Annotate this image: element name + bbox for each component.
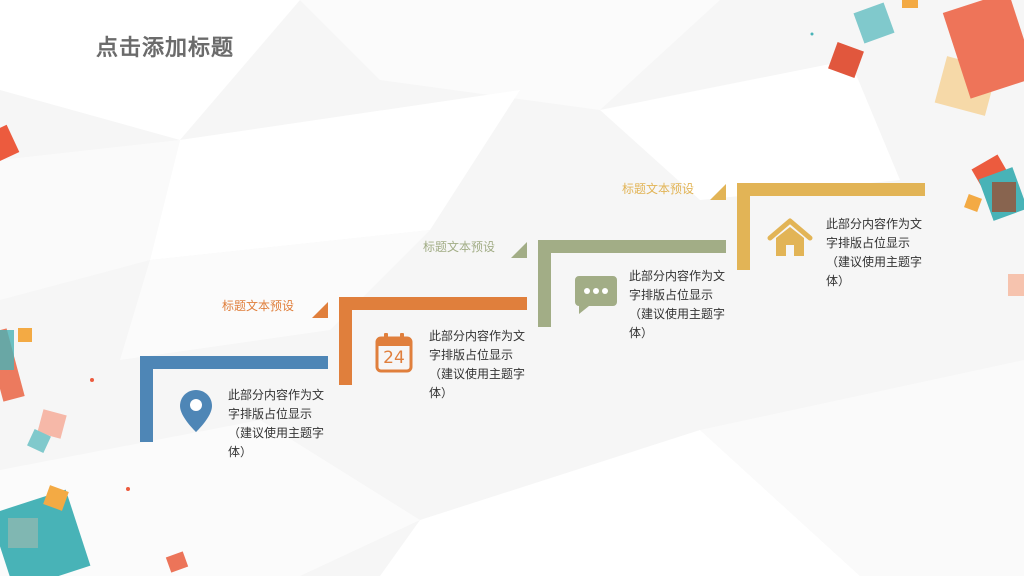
step-3-stem bbox=[538, 240, 551, 327]
calendar-icon bbox=[375, 333, 413, 373]
step-4-stem bbox=[737, 183, 750, 270]
step-4-corner-triangle bbox=[710, 184, 726, 200]
step-3-label: 标题文本预设 bbox=[423, 240, 496, 254]
step-2-bar bbox=[339, 297, 527, 310]
step-2-stem bbox=[339, 297, 352, 385]
step-1-stem bbox=[140, 356, 153, 442]
chat-bubble-icon bbox=[575, 276, 617, 314]
location-pin-icon bbox=[180, 390, 212, 432]
page-title: 点击添加标题 bbox=[96, 36, 235, 61]
step-1-bar bbox=[140, 356, 328, 369]
step-4-label: 标题文本预设 bbox=[622, 182, 695, 196]
calendar-day-number: 24 bbox=[383, 348, 405, 368]
step-1-description: 此部分内容作为文字排版占位显示（建议使用主题字体） bbox=[228, 388, 325, 459]
step-3-description: 此部分内容作为文字排版占位显示（建议使用主题字体） bbox=[629, 269, 726, 340]
step-4-description: 此部分内容作为文字排版占位显示（建议使用主题字体） bbox=[826, 217, 923, 288]
step-2-corner-triangle bbox=[312, 302, 328, 318]
house-icon bbox=[767, 218, 813, 256]
step-2-label: 标题文本预设 bbox=[222, 299, 295, 313]
step-4-bar bbox=[737, 183, 925, 196]
step-3-bar bbox=[538, 240, 726, 253]
step-2-description: 此部分内容作为文字排版占位显示（建议使用主题字体） bbox=[429, 329, 526, 400]
step-3-corner-triangle bbox=[511, 242, 527, 258]
